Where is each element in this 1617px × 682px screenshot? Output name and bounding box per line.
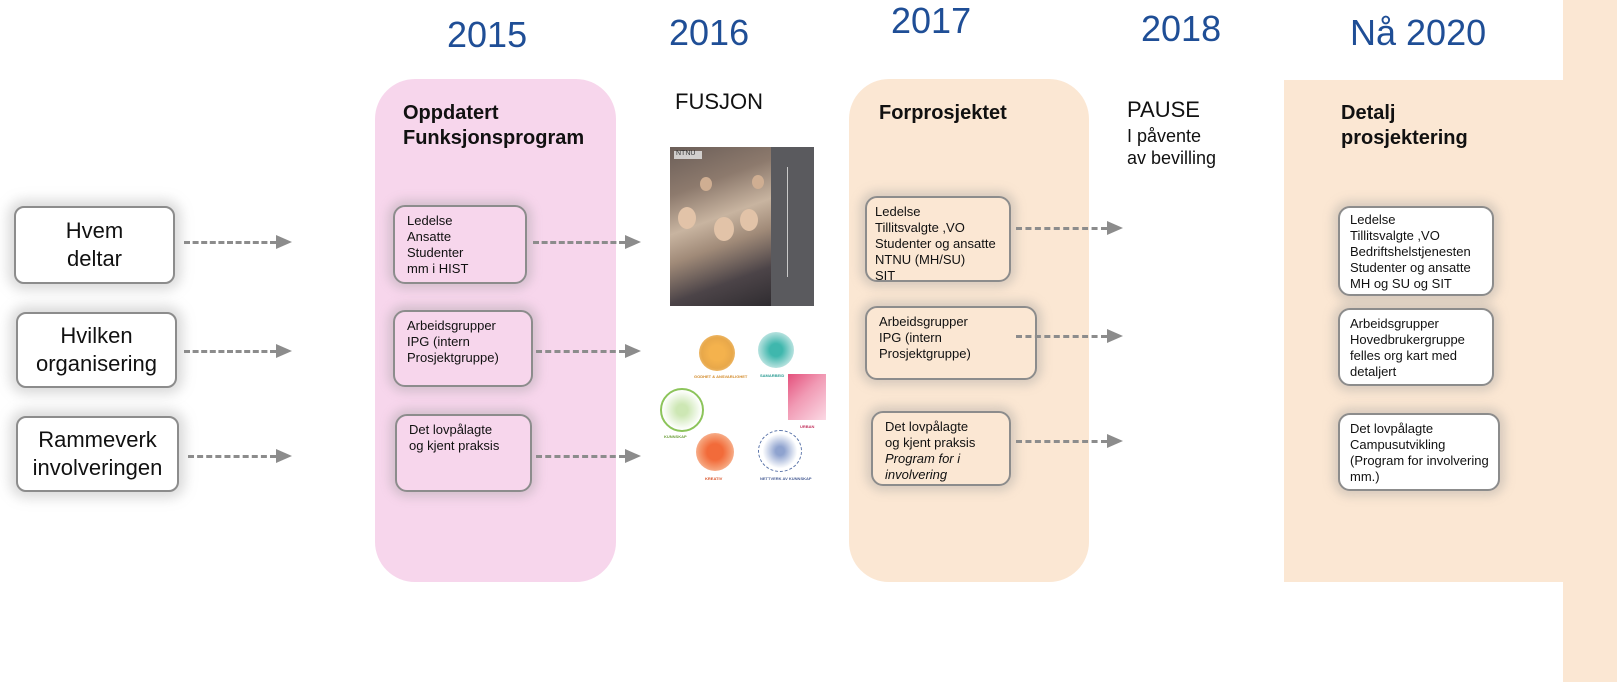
spheres-icon bbox=[696, 433, 734, 471]
box-line: Studenter og ansatte bbox=[875, 236, 996, 251]
box-line: Tillitsvalgte ,VO bbox=[1350, 228, 1440, 243]
circle-icon bbox=[699, 335, 735, 371]
arrow-row1-2015 bbox=[533, 235, 641, 249]
phase-2017-background bbox=[849, 79, 1089, 582]
box-line: Det lovpålagte bbox=[1350, 421, 1434, 436]
row-label-who-line1: Hvem bbox=[65, 218, 124, 243]
arrow-row3-left bbox=[188, 449, 292, 463]
phase-2018-subtitle-line1: I påvente bbox=[1127, 126, 1202, 146]
phase-2015-title-line1: Oppdatert bbox=[403, 102, 499, 124]
phase-2015-title-line2: Funksjonsprogram bbox=[403, 127, 585, 149]
row-label-who-line2: deltar bbox=[66, 246, 123, 271]
box-line: og kjent praksis bbox=[885, 435, 976, 450]
recycle-icon bbox=[660, 388, 704, 432]
phase-2017-participants-box: Ledelse Tillitsvalgte ,VO Studenter og a… bbox=[865, 196, 1011, 283]
phase-2015-organisation-box: Arbeidsgrupper IPG (intern Prosjektgrupp… bbox=[393, 310, 533, 387]
arrow-row2-2015 bbox=[536, 344, 641, 358]
squares-icon bbox=[788, 374, 826, 420]
box-line: og kjent praksis bbox=[409, 438, 500, 453]
phase-2020-participants-box: Ledelse Tillitsvalgte ,VO Bedriftshelstj… bbox=[1338, 206, 1494, 296]
arrow-row2-left bbox=[184, 344, 292, 358]
box-line: Prosjektgruppe) bbox=[407, 350, 499, 365]
year-2015: 2015 bbox=[447, 14, 528, 55]
phase-2017-framework-box: Det lovpålagte og kjent praksis Program … bbox=[871, 411, 1011, 486]
phase-2020-title: Detalj prosjektering bbox=[1341, 101, 1468, 151]
phase-2017-title: Forprosjektet bbox=[879, 102, 1007, 124]
box-line: Det lovpålagte bbox=[409, 422, 493, 437]
arrow-row3-2017 bbox=[1016, 434, 1123, 448]
phase-2017-organisation-box: Arbeidsgrupper IPG (intern Prosjektgrupp… bbox=[865, 306, 1037, 380]
row-label-framework: Rammeverk involveringen bbox=[16, 416, 179, 492]
year-2017: 2017 bbox=[891, 0, 972, 41]
box-line: Ledelse bbox=[407, 213, 453, 228]
box-line: mm i HIST bbox=[407, 261, 469, 276]
book-logo: NTNU bbox=[676, 150, 696, 157]
row-label-organisation-line2: organisering bbox=[35, 351, 158, 376]
phase-2020-title-line1: Detalj bbox=[1341, 102, 1396, 124]
box-line: detaljert bbox=[1350, 364, 1397, 379]
phase-2015-title: Oppdatert Funksjonsprogram bbox=[403, 101, 584, 151]
icon-caption: NETTVERK AV KUNNSKAP bbox=[760, 476, 812, 481]
arrow-row1-2017 bbox=[1016, 221, 1123, 235]
icon-caption: URBAN bbox=[800, 424, 815, 429]
arrow-row3-2015 bbox=[536, 449, 641, 463]
box-line: Ansatte bbox=[407, 229, 452, 244]
icon-caption: SAMARBEID bbox=[760, 373, 785, 378]
box-line: Campusutvikling bbox=[1350, 437, 1446, 452]
phase-2015-background bbox=[375, 79, 616, 582]
box-line: SIT bbox=[875, 268, 896, 283]
phase-2020-title-line2: prosjektering bbox=[1341, 127, 1468, 149]
box-line: Ledelse bbox=[1350, 212, 1396, 227]
values-icons-cluster: GODHET & ANSVARLIGHET SAMARBEID KUNNSKAP… bbox=[660, 330, 830, 490]
box-line: Det lovpålagte bbox=[885, 419, 969, 434]
box-line: Arbeidsgrupper bbox=[879, 314, 968, 329]
phase-2018-subtitle-line2: av bevilling bbox=[1127, 148, 1217, 168]
row-label-organisation: Hvilken organisering bbox=[16, 312, 177, 388]
box-line: Program for i bbox=[885, 451, 961, 466]
box-line: Studenter bbox=[407, 245, 464, 260]
row-label-organisation-line1: Hvilken bbox=[60, 323, 133, 348]
phase-2020-organisation-box: Arbeidsgrupper Hovedbrukergruppe felles … bbox=[1338, 308, 1494, 386]
row-label-who: Hvem deltar bbox=[14, 206, 175, 284]
box-line: involvering bbox=[885, 467, 948, 482]
strategy-book-cover-image: NTNU bbox=[670, 147, 814, 306]
row-label-framework-line1: Rammeverk bbox=[38, 427, 157, 452]
year-2020: Nå 2020 bbox=[1350, 12, 1487, 53]
box-line: IPG (intern bbox=[407, 334, 470, 349]
box-line: Arbeidsgrupper bbox=[1350, 316, 1439, 331]
box-line: MH og SU og SIT bbox=[1350, 276, 1452, 291]
phase-2015-participants-box: Ledelse Ansatte Studenter mm i HIST bbox=[393, 205, 527, 284]
box-line: NTNU (MH/SU) bbox=[875, 252, 966, 267]
arrow-row2-2017 bbox=[1016, 329, 1123, 343]
box-line: IPG (intern bbox=[879, 330, 942, 345]
box-line: mm.) bbox=[1350, 469, 1380, 484]
box-line: Studenter og ansatte bbox=[1350, 260, 1471, 275]
icon-caption: KREATIV bbox=[705, 476, 723, 481]
molecule-icon bbox=[758, 332, 794, 368]
box-line: felles org kart med bbox=[1350, 348, 1457, 363]
box-line: Hovedbrukergruppe bbox=[1350, 332, 1465, 347]
phase-2016-title: FUSJON bbox=[675, 89, 763, 114]
year-2018: 2018 bbox=[1141, 8, 1222, 49]
arrow-row1-left bbox=[184, 235, 292, 249]
icon-caption: KUNNSKAP bbox=[664, 434, 687, 439]
phase-2015-framework-box: Det lovpålagte og kjent praksis bbox=[395, 414, 532, 492]
box-line: (Program for involvering bbox=[1350, 453, 1489, 468]
year-2016: 2016 bbox=[669, 12, 750, 53]
box-line: Tillitsvalgte ,VO bbox=[875, 220, 965, 235]
row-label-framework-line2: involveringen bbox=[32, 455, 163, 480]
network-icon bbox=[758, 430, 802, 472]
box-line: Arbeidsgrupper bbox=[407, 318, 496, 333]
phase-2020-framework-box: Det lovpålagte Campusutvikling (Program … bbox=[1338, 413, 1500, 491]
box-line: Prosjektgruppe) bbox=[879, 346, 971, 361]
icon-caption: GODHET & ANSVARLIGHET bbox=[694, 374, 748, 379]
box-line: Ledelse bbox=[875, 204, 921, 219]
box-line: Bedriftshelstjenesten bbox=[1350, 244, 1471, 259]
phase-2018-title: PAUSE bbox=[1127, 97, 1200, 122]
